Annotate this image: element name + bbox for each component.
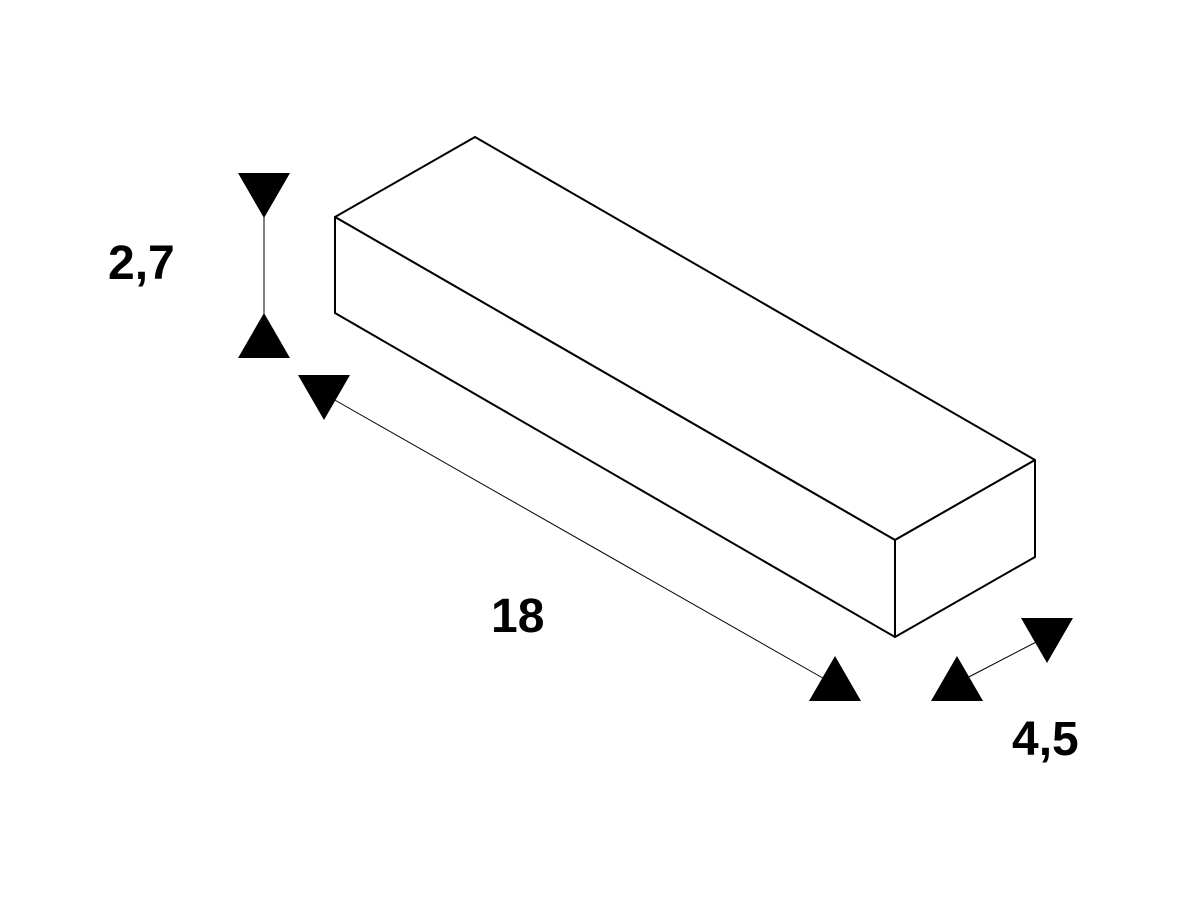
- box-end-face: [894, 459, 1036, 638]
- depth-dimension: 4,5: [931, 618, 1079, 766]
- box-outline: [334, 136, 1036, 638]
- height-arrow-down-icon: [238, 173, 290, 218]
- length-dimension-line: [332, 398, 829, 682]
- height-dimension: 2,7: [108, 173, 290, 358]
- depth-dimension-line: [962, 638, 1043, 681]
- length-label: 18: [491, 590, 544, 643]
- height-arrow-up-icon: [238, 313, 290, 358]
- depth-arrow-down-icon: [1021, 618, 1073, 663]
- length-arrow-down-icon: [298, 375, 350, 420]
- height-label: 2,7: [108, 237, 175, 290]
- depth-arrow-up-icon: [931, 656, 983, 701]
- length-dimension: 18: [298, 375, 861, 701]
- length-arrow-up-icon: [809, 656, 861, 701]
- depth-label: 4,5: [1012, 713, 1079, 766]
